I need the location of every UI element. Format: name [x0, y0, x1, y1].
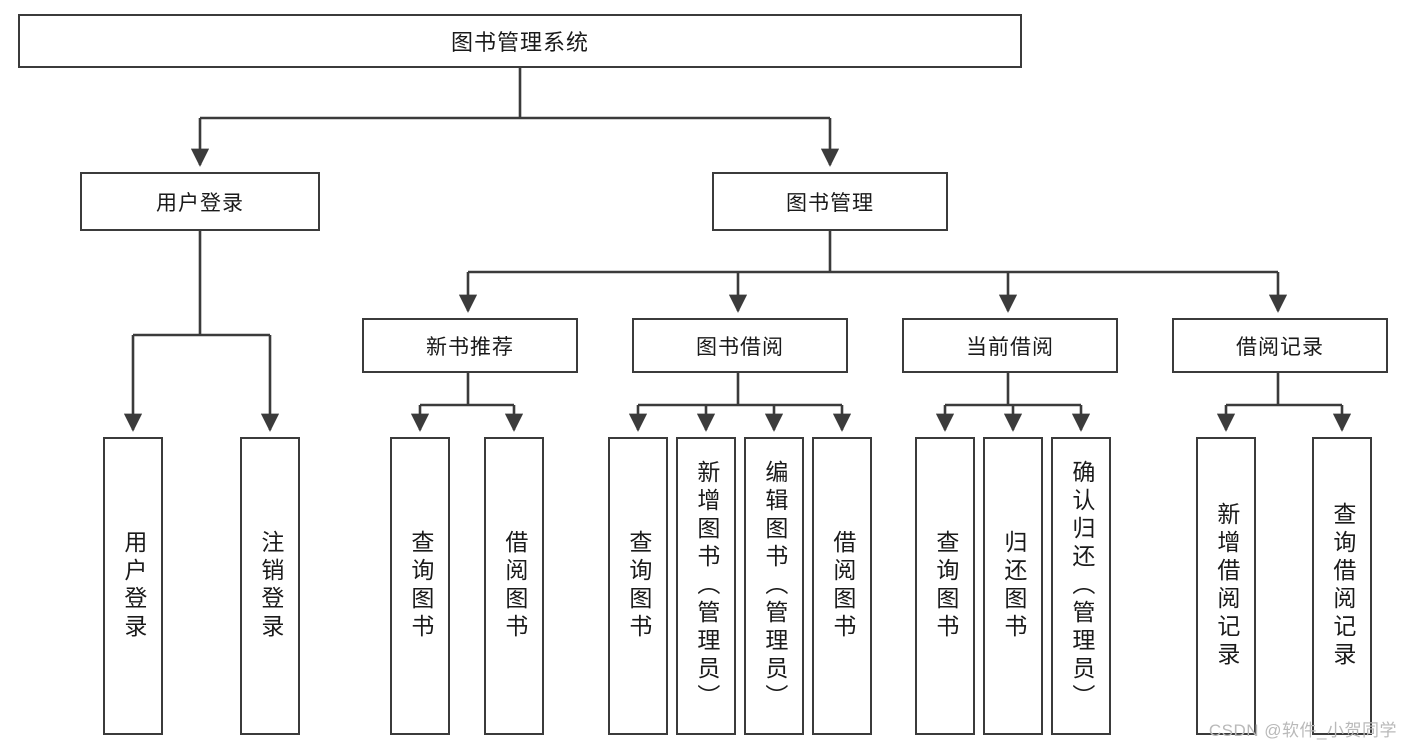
- node-user-login-label: 用户登录: [156, 191, 244, 215]
- node-book-manage[interactable]: 图书管理: [712, 172, 948, 231]
- node-book-borrow[interactable]: 图书借阅: [632, 318, 848, 373]
- leaf-current-borrow-0-label: 查询图书: [932, 530, 959, 642]
- node-user-login[interactable]: 用户登录: [80, 172, 320, 231]
- leaf-book-borrow-2[interactable]: 编辑图书（管理员）: [744, 437, 804, 735]
- leaf-user-login-0[interactable]: 用户登录: [103, 437, 163, 735]
- leaf-borrow-record-0-label: 新增借阅记录: [1213, 502, 1240, 670]
- leaf-new-book-0[interactable]: 查询图书: [390, 437, 450, 735]
- leaf-user-login-1-label: 注销登录: [257, 530, 284, 642]
- csdn-watermark: CSDN @软件_小贺同学: [1208, 721, 1397, 740]
- leaf-current-borrow-2[interactable]: 确认归还（管理员）: [1051, 437, 1111, 735]
- leaf-book-borrow-0-label: 查询图书: [625, 530, 652, 642]
- node-new-book-recommend[interactable]: 新书推荐: [362, 318, 578, 373]
- leaf-borrow-record-1[interactable]: 查询借阅记录: [1312, 437, 1372, 735]
- node-new-book-recommend-label: 新书推荐: [426, 335, 514, 359]
- leaf-book-borrow-1[interactable]: 新增图书（管理员）: [676, 437, 736, 735]
- node-book-manage-label: 图书管理: [786, 191, 874, 215]
- leaf-borrow-record-0[interactable]: 新增借阅记录: [1196, 437, 1256, 735]
- leaf-user-login-1[interactable]: 注销登录: [240, 437, 300, 735]
- leaf-current-borrow-1-label: 归还图书: [1000, 530, 1027, 642]
- leaf-current-borrow-1[interactable]: 归还图书: [983, 437, 1043, 735]
- leaf-borrow-record-1-label: 查询借阅记录: [1329, 502, 1356, 670]
- node-root-system[interactable]: 图书管理系统: [18, 14, 1022, 68]
- leaf-new-book-1[interactable]: 借阅图书: [484, 437, 544, 735]
- node-borrow-record[interactable]: 借阅记录: [1172, 318, 1388, 373]
- leaf-user-login-0-label: 用户登录: [120, 530, 147, 642]
- node-root-system-label: 图书管理系统: [450, 30, 589, 55]
- node-book-borrow-label: 图书借阅: [696, 335, 784, 359]
- leaf-new-book-1-label: 借阅图书: [501, 530, 528, 642]
- node-current-borrow[interactable]: 当前借阅: [902, 318, 1118, 373]
- leaf-book-borrow-0[interactable]: 查询图书: [608, 437, 668, 735]
- leaf-current-borrow-2-label: 确认归还（管理员）: [1068, 460, 1095, 712]
- leaf-book-borrow-3[interactable]: 借阅图书: [812, 437, 872, 735]
- leaf-book-borrow-1-label: 新增图书（管理员）: [693, 460, 720, 712]
- leaf-current-borrow-0[interactable]: 查询图书: [915, 437, 975, 735]
- leaf-new-book-0-label: 查询图书: [407, 530, 434, 642]
- leaf-book-borrow-3-label: 借阅图书: [829, 530, 856, 642]
- node-borrow-record-label: 借阅记录: [1236, 335, 1324, 359]
- node-current-borrow-label: 当前借阅: [966, 335, 1054, 359]
- leaf-book-borrow-2-label: 编辑图书（管理员）: [761, 460, 788, 712]
